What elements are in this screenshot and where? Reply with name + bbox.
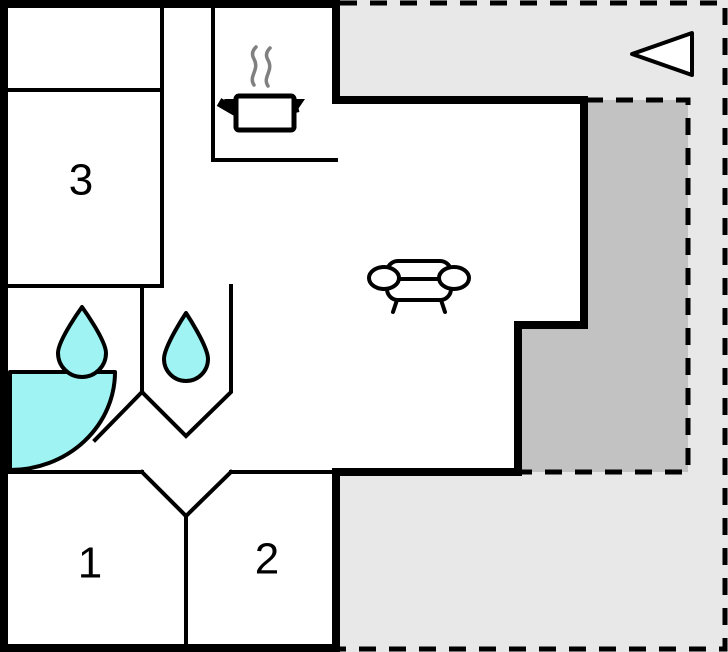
water-drop-icon [56, 305, 108, 379]
shower-tray-icon [8, 370, 117, 472]
water-drop-icon [162, 311, 210, 383]
room-label-3: 3 [69, 156, 93, 205]
property-boundary-dashed [340, 0, 728, 652]
sofa-icon [367, 259, 471, 314]
interior-walls [2, 2, 338, 650]
direction-arrow-icon [630, 31, 694, 77]
room-label-2: 2 [255, 535, 279, 584]
cooking-pot-icon [216, 45, 305, 133]
exterior-walls [0, 0, 588, 652]
room-label-1: 1 [78, 539, 102, 588]
